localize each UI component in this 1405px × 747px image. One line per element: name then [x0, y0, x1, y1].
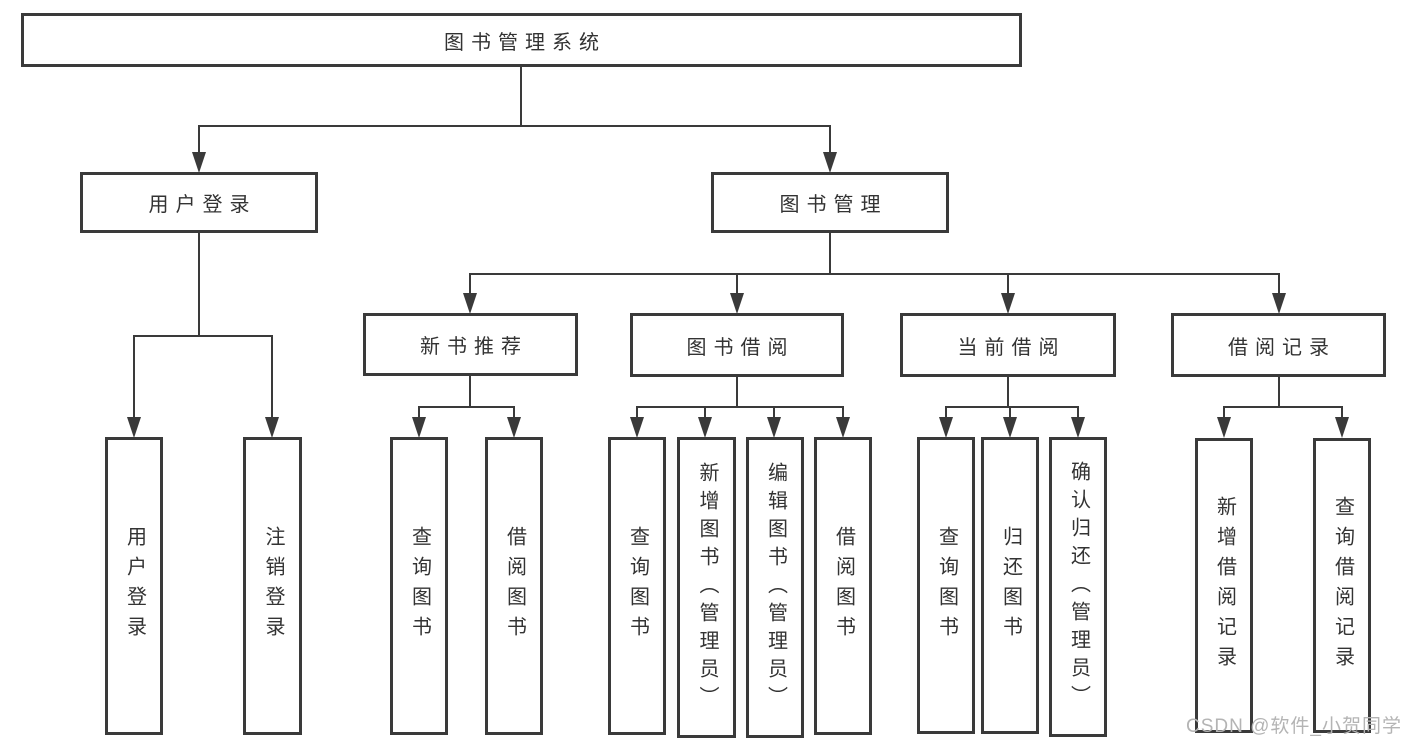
node-root: 图书管理系统: [21, 13, 1022, 67]
node-current-borrow: 当前借阅: [900, 313, 1116, 377]
node-label: 新书推荐: [420, 336, 528, 358]
leaf-return-book: 归还图书: [981, 437, 1039, 734]
leaf-borrow-books-borrow: 借阅图书: [814, 437, 872, 735]
node-user-login: 用户登录: [80, 172, 318, 233]
node-label: 用户登录: [123, 526, 146, 646]
arrow-down-icon: [127, 417, 141, 438]
node-label: 新增图书（管理员）: [696, 461, 718, 714]
leaf-add-borrow-record: 新增借阅记录: [1195, 438, 1253, 733]
node-borrow-records: 借阅记录: [1171, 313, 1386, 377]
connector-line: [1223, 406, 1343, 408]
connector-line: [513, 406, 515, 419]
leaf-query-books-borrow: 查询图书: [608, 437, 666, 735]
connector-line: [198, 125, 200, 154]
node-new-book-recommend: 新书推荐: [363, 313, 578, 376]
node-label: 查询借阅记录: [1331, 495, 1354, 676]
connector-line: [945, 406, 947, 419]
arrow-down-icon: [265, 417, 279, 438]
arrow-down-icon: [463, 293, 477, 314]
connector-line: [271, 335, 273, 419]
connector-line: [469, 273, 471, 295]
node-label: 注销登录: [262, 526, 284, 646]
connector-line: [1278, 377, 1280, 406]
arrow-down-icon: [823, 152, 837, 173]
connector-line: [418, 406, 515, 408]
arrow-down-icon: [507, 417, 521, 438]
node-label: 当前借阅: [957, 336, 1066, 359]
node-label: 查询图书: [626, 526, 649, 646]
node-label: 归还图书: [999, 525, 1022, 646]
arrow-down-icon: [730, 293, 744, 314]
arrow-down-icon: [192, 152, 206, 173]
node-book-management: 图书管理: [711, 172, 949, 233]
connector-line: [773, 406, 775, 419]
node-label: 借阅图书: [832, 526, 855, 646]
connector-line: [418, 406, 420, 419]
leaf-borrow-books-recommend: 借阅图书: [485, 437, 543, 735]
arrow-down-icon: [1071, 417, 1085, 438]
connector-line: [1007, 273, 1009, 295]
leaf-query-borrow-record: 查询借阅记录: [1313, 438, 1371, 733]
connector-line: [133, 335, 135, 419]
node-label: 用户登录: [148, 194, 257, 216]
leaf-confirm-return-admin: 确认归还（管理员）: [1049, 437, 1107, 737]
node-label: 新增借阅记录: [1213, 495, 1236, 676]
leaf-add-book-admin: 新增图书（管理员）: [677, 437, 736, 738]
leaf-edit-book-admin: 编辑图书（管理员）: [746, 437, 804, 738]
arrow-down-icon: [836, 417, 850, 438]
node-label: 图书管理: [779, 194, 888, 216]
connector-line: [1341, 406, 1343, 419]
connector-line: [1007, 377, 1009, 406]
arrow-down-icon: [1217, 417, 1231, 438]
arrow-down-icon: [1335, 417, 1349, 438]
connector-line: [1009, 406, 1011, 419]
connector-line: [1223, 406, 1225, 419]
arrow-down-icon: [1272, 293, 1286, 314]
node-label: 借阅记录: [1228, 336, 1336, 359]
arrow-down-icon: [412, 417, 426, 438]
arrow-down-icon: [1001, 293, 1015, 314]
connector-line: [636, 406, 638, 419]
arrow-down-icon: [698, 417, 712, 438]
connector-line: [829, 233, 831, 273]
connector-line: [1278, 273, 1280, 295]
arrow-down-icon: [1003, 417, 1017, 438]
leaf-query-books-current: 查询图书: [917, 437, 975, 734]
connector-line: [636, 406, 844, 408]
connector-line: [736, 377, 738, 406]
connector-line: [704, 406, 706, 419]
connector-line: [842, 406, 844, 419]
node-label: 编辑图书（管理员）: [764, 461, 787, 714]
connector-line: [469, 376, 471, 406]
node-label: 图书借阅: [686, 336, 795, 359]
node-label: 图书管理系统: [444, 31, 606, 54]
arrow-down-icon: [767, 417, 781, 438]
connector-line: [133, 335, 273, 337]
node-label: 查询图书: [408, 526, 431, 646]
node-label: 确认归还（管理员）: [1067, 461, 1090, 713]
connector-line: [520, 67, 522, 125]
node-book-borrow: 图书借阅: [630, 313, 844, 377]
watermark: CSDN @软件_小贺同学: [1186, 716, 1402, 737]
connector-line: [945, 406, 1079, 408]
node-label: 借阅图书: [503, 526, 526, 646]
arrow-down-icon: [939, 417, 953, 438]
connector-line: [469, 273, 1280, 275]
leaf-query-books-recommend: 查询图书: [390, 437, 448, 735]
connector-line: [1077, 406, 1079, 419]
leaf-logout: 注销登录: [243, 437, 302, 735]
arrow-down-icon: [630, 417, 644, 438]
connector-line: [829, 125, 831, 154]
node-label: 查询图书: [935, 525, 958, 646]
connector-line: [198, 233, 200, 335]
leaf-user-login: 用户登录: [105, 437, 163, 735]
connector-line: [736, 273, 738, 295]
connector-line: [198, 125, 831, 127]
